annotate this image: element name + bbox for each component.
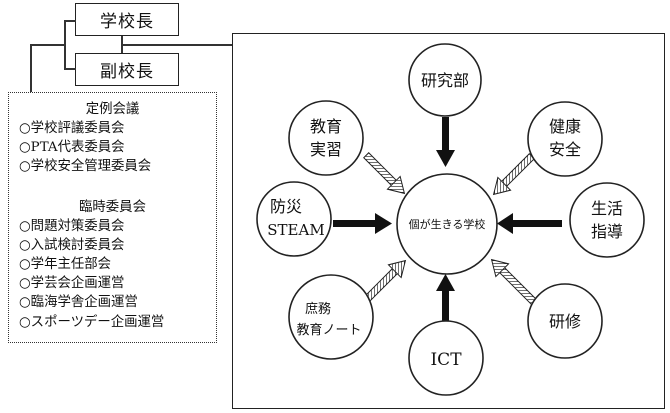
connector-left-branch — [30, 44, 65, 46]
connector-to-principal — [64, 20, 76, 22]
node-research-label: 研究部 — [421, 71, 469, 90]
node-guidance-line1: 生活 — [591, 199, 623, 218]
node-ict: ICT — [408, 320, 484, 396]
vice-principal-label: 副校長 — [100, 62, 154, 82]
connector-to-vice — [64, 68, 76, 70]
connector-to-frame — [122, 44, 232, 46]
node-guidance: 生活 指導 — [569, 182, 645, 258]
hatched-arrow-practicum — [363, 152, 406, 195]
list-item: ○PTA代表委員会 — [19, 140, 125, 156]
node-admin: 庶務 教育ノート — [288, 274, 374, 360]
node-admin-line1: 庶務 — [305, 301, 331, 317]
connector-vertical-main — [64, 21, 66, 68]
node-guidance-line2: 指導 — [591, 222, 623, 241]
hatched-arrow-health — [492, 153, 535, 196]
node-practicum-line1: 教育 — [310, 117, 342, 136]
temporary-committees-list: ○問題対策委員会 ○入試検討委員会 ○学年主任部会 ○学芸会企画運営 ○臨海学舎… — [9, 217, 216, 332]
solid-arrow-ict — [436, 274, 455, 332]
list-item: ○学校安全管理委員会 — [19, 159, 152, 175]
solid-arrow-research — [436, 117, 455, 167]
solid-arrow-guidance — [497, 213, 562, 234]
list-item: ○入試検討委員会 — [19, 237, 125, 253]
list-item: ○学年主任部会 — [19, 257, 112, 273]
node-training-label: 研修 — [549, 312, 581, 331]
committee-list-box: 定例会議 ○学校評議委員会 ○PTA代表委員会 ○学校安全管理委員会 臨時委員会… — [8, 92, 217, 343]
node-practicum: 教育 実習 — [288, 100, 364, 176]
list-item: ○学校評議委員会 — [19, 121, 125, 136]
node-admin-line2: 教育ノート — [296, 322, 361, 338]
node-ict-label: ICT — [430, 350, 462, 370]
node-practicum-line2: 実習 — [310, 140, 342, 159]
node-training: 研修 — [527, 283, 603, 359]
node-health-line2: 安全 — [549, 140, 581, 159]
list-item: ○学芸会企画運営 — [19, 276, 125, 292]
node-research: 研究部 — [408, 43, 482, 117]
principal-label: 学校長 — [100, 12, 154, 32]
node-health: 健康 安全 — [527, 101, 603, 177]
node-steam-line2: STEAM — [267, 221, 324, 239]
diagram-frame — [232, 33, 665, 409]
node-health-line1: 健康 — [549, 117, 581, 136]
temporary-committees-title: 臨時委員会 — [79, 199, 146, 215]
center-label: 個が生きる学校 — [409, 217, 486, 231]
list-item: ○臨海学舎企画運営 — [19, 295, 138, 311]
solid-arrow-steam — [333, 213, 392, 234]
hatched-arrow-training — [490, 258, 539, 307]
list-item: ○スポーツデー企画運営 — [19, 314, 165, 330]
node-steam: 防災 STEAM — [256, 181, 332, 257]
connector-to-committee — [30, 44, 32, 92]
regular-meetings-list: ○学校評議委員会 ○PTA代表委員会 ○学校安全管理委員会 — [9, 119, 216, 177]
node-steam-line1: 防災 — [270, 197, 302, 216]
list-item: ○問題対策委員会 — [19, 218, 125, 234]
regular-meetings-title: 定例会議 — [85, 102, 140, 117]
principal-box: 学校長 — [75, 3, 179, 36]
center-node: 個が生きる学校 — [396, 173, 498, 275]
